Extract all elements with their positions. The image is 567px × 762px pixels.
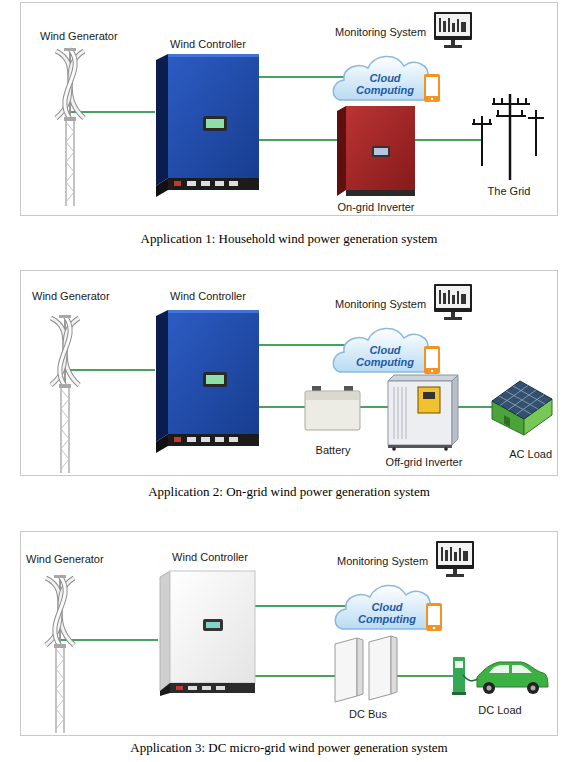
off-grid-inverter-cabinet	[388, 375, 458, 451]
figure-caption: Application 2: On-grid wind power genera…	[20, 484, 558, 500]
power-line	[124, 111, 155, 113]
component-label: Monitoring System	[337, 555, 428, 568]
monitoring-illustration	[333, 12, 472, 102]
component-node: Off-grid Inverter	[380, 373, 468, 469]
power-line	[261, 76, 330, 78]
application-panel: Application 2: On-grid wind power genera…	[20, 270, 558, 502]
component-node: The Grid	[468, 92, 550, 198]
cloud-label: Cloud Computing	[352, 72, 418, 96]
dc-load-car	[452, 657, 548, 695]
wind-turbine	[46, 575, 74, 733]
component-node: Wind Generator	[24, 551, 110, 735]
figure-caption: Application 1: Household wind power gene…	[20, 231, 558, 247]
wind-controller-box	[160, 571, 255, 696]
application-panel: Application 1: Household wind power gene…	[20, 2, 558, 249]
panel-three-art	[46, 541, 548, 733]
power-line	[363, 406, 380, 408]
battery-symbol	[305, 386, 360, 430]
figure-caption: Application 3: DC micro-grid wind power …	[20, 740, 558, 756]
power-line	[426, 139, 468, 141]
component-node: DC Load	[450, 647, 550, 717]
component-node: Wind Controller	[158, 549, 262, 699]
power-line	[261, 344, 330, 346]
component-node: DC Bus	[332, 633, 404, 721]
wind-controller-box	[156, 54, 259, 197]
component-label: DC Bus	[349, 708, 387, 721]
component-label: Wind Controller	[172, 551, 248, 564]
power-line	[262, 675, 332, 677]
power-line	[404, 675, 450, 677]
power-line	[261, 406, 303, 408]
wind-turbine	[51, 315, 79, 473]
power-line	[116, 369, 155, 371]
component-node: Wind Controller	[155, 288, 261, 456]
component-label: Battery	[316, 444, 351, 457]
component-node: AC Load	[484, 373, 554, 461]
panel-one-art	[56, 12, 544, 206]
grid-pole-symbol	[472, 94, 544, 180]
power-line	[261, 139, 326, 141]
component-label: Wind Generator	[32, 290, 110, 303]
power-line	[110, 639, 158, 641]
monitoring-illustration	[333, 284, 472, 374]
dc-bus-panels	[335, 636, 397, 702]
component-node: Wind Controller	[155, 36, 261, 198]
component-node: Battery	[303, 383, 363, 457]
cloud-label: Cloud Computing	[354, 601, 420, 625]
power-line	[262, 605, 332, 607]
wind-turbine	[56, 48, 84, 206]
component-label: Wind Generator	[26, 553, 104, 566]
application-panel: Application 3: DC micro-grid wind power …	[20, 531, 558, 758]
component-node: Wind Generator	[30, 288, 116, 474]
ac-load-house	[492, 381, 552, 435]
component-label: Wind Controller	[170, 38, 246, 51]
component-label: DC Load	[478, 704, 521, 717]
component-node: Wind Generator	[38, 28, 124, 208]
component-label: AC Load	[509, 448, 552, 461]
wind-controller-box	[156, 310, 259, 453]
component-label: Wind Generator	[40, 30, 118, 43]
on-grid-inverter-box	[337, 106, 415, 196]
component-label: On-grid Inverter	[337, 201, 414, 214]
component-label: Off-grid Inverter	[386, 456, 463, 469]
cloud-label: Cloud Computing	[352, 344, 418, 368]
component-label: The Grid	[488, 185, 531, 198]
power-line	[468, 406, 484, 408]
component-label: Monitoring System	[335, 26, 426, 39]
component-label: Wind Controller	[170, 290, 246, 303]
component-label: Monitoring System	[335, 298, 426, 311]
monitoring-illustration	[335, 541, 474, 631]
component-node: On-grid Inverter	[326, 104, 426, 214]
panel-two-art	[51, 284, 552, 473]
